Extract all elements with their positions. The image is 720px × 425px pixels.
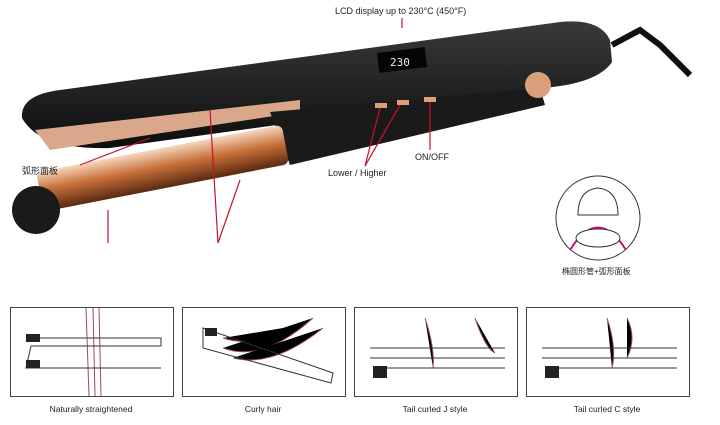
lower-button [375,103,387,108]
style-panel-c [526,307,690,397]
caption-c: Tail curled C style [573,404,641,414]
caption-curly: Curly hair [244,404,282,414]
cross-section-label: 椭圆形管+弧形面板 [562,267,631,276]
lcd-label: LCD display up to 230°C (450°F) [335,6,467,16]
higher-button [397,100,409,105]
lcd-screen [376,47,428,73]
style-panel-straight [10,307,174,397]
power-label: ON/OFF [415,152,449,162]
caption-j: Tail curled J style [402,404,468,414]
plate [35,100,300,150]
barrel-tip [12,186,60,234]
lcd-readout: 230 [390,56,410,69]
barrel [37,125,289,211]
swivel-ring [525,72,551,98]
lower-arm [270,88,545,165]
temp-buttons-label: Lower / Higher [328,168,387,178]
power-button [424,97,436,102]
style-panel-curly [182,307,346,397]
caption-straight: Naturally straightened [49,404,133,414]
style-panel-j [354,307,518,397]
cord [610,26,693,78]
curved-plate-label: 弧形面板 [22,166,59,176]
